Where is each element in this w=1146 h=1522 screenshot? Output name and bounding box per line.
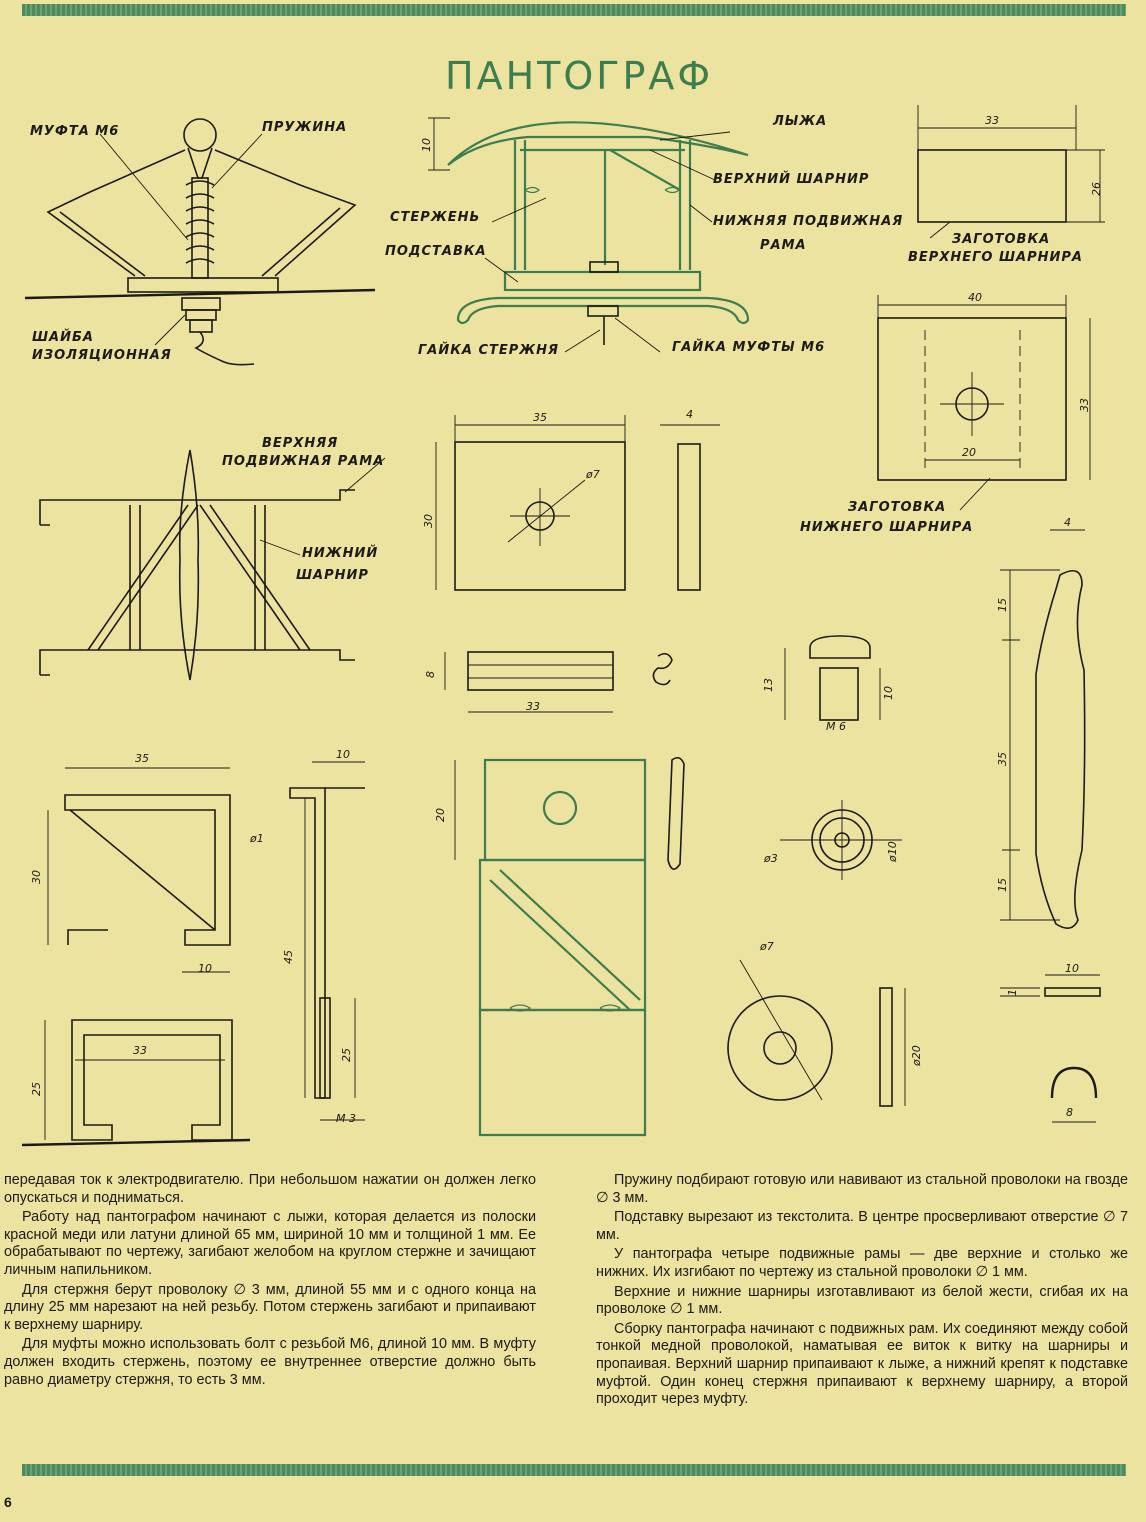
dim-10-stud: 10 xyxy=(882,686,895,700)
label-lyzha: ЛЫЖА xyxy=(773,114,828,129)
dim-8-clip: 8 xyxy=(1066,1106,1073,1119)
fig-ski-profile xyxy=(1000,529,1086,929)
dim-30-frame: 30 xyxy=(30,870,43,884)
page-number: 6 xyxy=(4,1494,12,1510)
label-zagotovka-verkh-1: ЗАГОТОВКА xyxy=(952,232,1051,247)
fig-strip-clip xyxy=(1000,974,1101,1123)
label-nizhniy-sharnir-2: ШАРНИР xyxy=(296,568,369,583)
dim-4-ski: 4 xyxy=(1064,516,1071,529)
paragraph: Для муфты можно использовать болт с резь… xyxy=(4,1336,536,1388)
dim-13: 13 xyxy=(762,678,775,692)
fig-lower-hinge-blank xyxy=(877,295,1091,511)
paragraph: Сборку пантографа начинают с подвижных р… xyxy=(596,1320,1128,1408)
dim-10-ski: 10 xyxy=(420,138,433,152)
text-column-right: Пружину подбирают готовую или навивают и… xyxy=(596,1172,1128,1411)
fig-plate xyxy=(435,415,720,591)
dim-phi20: ø20 xyxy=(910,1045,923,1066)
label-nizhniy-sharnir-1: НИЖНИЙ xyxy=(302,546,379,561)
dim-25-rod: 25 xyxy=(340,1048,353,1062)
fig-upper-hinge-blank xyxy=(917,105,1105,239)
dim-phi10: ø10 xyxy=(886,841,899,862)
technical-drawing xyxy=(21,105,1105,1147)
label-shaiba-2: ИЗОЛЯЦИОННАЯ xyxy=(32,348,172,363)
dim-20-hinge: 20 xyxy=(434,808,447,822)
fig-pantograph-assembly xyxy=(24,118,376,366)
dim-m3: М 3 xyxy=(336,1112,356,1125)
label-nizhnyaya-rama-1: НИЖНЯЯ ПОДВИЖНАЯ xyxy=(713,214,904,229)
label-shaiba-1: ШАЙБА xyxy=(32,330,94,345)
paragraph: У пантографа четыре подвижные рамы — две… xyxy=(596,1246,1128,1280)
fig-pantograph-with-ski xyxy=(428,117,750,353)
label-zagotovka-nizh-2: НИЖНЕГО ШАРНИРА xyxy=(800,520,974,535)
label-pruzhina: ПРУЖИНА xyxy=(262,120,348,135)
dim-phi7-washer: ø7 xyxy=(760,940,774,953)
label-verkhnyaya-rama-2: ПОДВИЖНАЯ РАМА xyxy=(222,454,385,469)
dim-33-bar: 33 xyxy=(526,700,540,713)
paragraph: Пружину подбирают готовую или навивают и… xyxy=(596,1172,1128,1206)
fig-frame-side xyxy=(21,767,251,1147)
dim-33-frame: 33 xyxy=(133,1044,147,1057)
dim-phi1: ø1 xyxy=(250,832,264,845)
fig-rod xyxy=(289,761,365,1121)
dim-33-right: 33 xyxy=(1078,398,1091,412)
dim-35-plate: 35 xyxy=(533,411,547,424)
label-gayka-mufty: ГАЙКА МУФТЫ М6 xyxy=(672,340,826,355)
dim-15-top: 15 xyxy=(996,598,1009,612)
dim-4-side: 4 xyxy=(686,408,693,421)
fig-washer-large xyxy=(727,959,906,1107)
top-border-band xyxy=(22,4,1126,16)
fig-stud xyxy=(784,635,881,721)
label-mufta: МУФТА М6 xyxy=(30,124,120,139)
dim-10-frame: 10 xyxy=(198,962,212,975)
paragraph: Верхние и нижние шарниры изготавливают и… xyxy=(596,1283,1128,1318)
dim-1: 1 xyxy=(1006,989,1019,996)
dim-phi7: ø7 xyxy=(586,468,600,481)
label-zagotovka-verkh-2: ВЕРХНЕГО ШАРНИРА xyxy=(908,250,1083,265)
dim-35-frame: 35 xyxy=(135,752,149,765)
fig-frame-assembly xyxy=(39,449,386,681)
label-verkhnyaya-rama-1: ВЕРХНЯЯ xyxy=(262,436,339,451)
dim-30-plate: 30 xyxy=(422,514,435,528)
label-gayka-sterzhnya: ГАЙКА СТЕРЖНЯ xyxy=(418,343,560,358)
paragraph: Работу над пантографом начинают с лыжи, … xyxy=(4,1209,536,1278)
dim-20-inner: 20 xyxy=(962,446,976,459)
label-podstavka: ПОДСТАВКА xyxy=(385,244,487,259)
dim-33-top: 33 xyxy=(985,114,999,127)
dim-10-strip: 10 xyxy=(1065,962,1079,975)
label-verkhniy-sharnir: ВЕРХНИЙ ШАРНИР xyxy=(713,172,870,187)
page-title: ПАНТОГРАФ xyxy=(445,54,714,98)
label-sterzhen: СТЕРЖЕНЬ xyxy=(390,210,481,225)
dim-m6: М 6 xyxy=(826,720,846,733)
dim-8: 8 xyxy=(424,671,437,678)
dim-45: 45 xyxy=(282,950,295,964)
dim-26: 26 xyxy=(1090,182,1103,196)
fig-bar xyxy=(444,651,673,713)
text-column-left: передавая ток к электродвигателю. При не… xyxy=(4,1172,536,1391)
fig-hinge-assembly xyxy=(454,756,685,1137)
dim-35-ski: 35 xyxy=(996,752,1009,766)
dim-10-rod: 10 xyxy=(336,748,350,761)
paragraph: Для стержня берут проволоку ∅ 3 мм, длин… xyxy=(4,1281,536,1333)
label-zagotovka-nizh-1: ЗАГОТОВКА xyxy=(848,500,947,515)
dim-phi3: ø3 xyxy=(764,852,778,865)
dim-15-bot: 15 xyxy=(996,878,1009,892)
bottom-border-band xyxy=(22,1464,1126,1476)
dim-40: 40 xyxy=(968,291,982,304)
paragraph: передавая ток к электродвигателю. При не… xyxy=(4,1172,536,1206)
fig-washer-small xyxy=(780,800,902,880)
label-nizhnyaya-rama-2: РАМА xyxy=(760,238,807,253)
paragraph: Подставку вырезают из текстолита. В цент… xyxy=(596,1209,1128,1243)
dim-25-frame: 25 xyxy=(30,1082,43,1096)
